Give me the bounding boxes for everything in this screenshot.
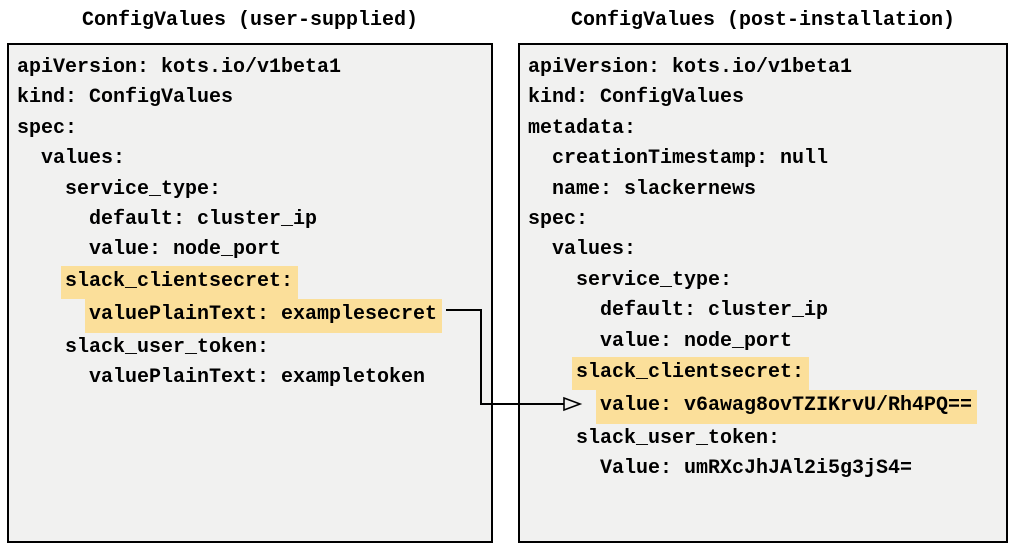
yaml-text: apiVersion: kots.io/v1beta1 — [528, 56, 853, 79]
yaml-line: spec: — [17, 114, 487, 144]
yaml-line: apiVersion: kots.io/v1beta1 — [17, 53, 487, 83]
yaml-text: service_type: — [576, 268, 733, 292]
yaml-line: spec: — [528, 205, 1002, 235]
yaml-text: Value: umRXcJhJAl2i5g3jS4= — [600, 457, 913, 481]
yaml-text: kind: ConfigValues — [528, 86, 745, 110]
yaml-line: value: node_port — [528, 327, 1002, 357]
yaml-text: metadata: — [528, 116, 637, 140]
yaml-text: value: node_port — [89, 238, 282, 262]
yaml-line: slack_user_token: — [17, 333, 487, 363]
yaml-text: default: cluster_ip — [89, 208, 318, 232]
yaml-line: service_type: — [17, 175, 487, 205]
yaml-line: slack_clientsecret: — [17, 265, 487, 300]
yaml-line: slack_clientsecret: — [528, 357, 1002, 391]
highlighted-yaml-text: valuePlainText: examplesecret — [85, 299, 443, 333]
highlighted-yaml-text: slack_clientsecret: — [572, 357, 810, 391]
yaml-line: slack_user_token: — [528, 424, 1002, 454]
yaml-line: valuePlainText: exampletoken — [17, 363, 487, 393]
yaml-text: name: slackernews — [552, 177, 757, 201]
yaml-text: spec: — [528, 208, 589, 232]
yaml-text: creationTimestamp: null — [552, 147, 829, 171]
yaml-line: name: slackernews — [528, 175, 1002, 205]
yaml-text: kind: ConfigValues — [17, 86, 234, 110]
highlighted-yaml-text: value: v6awag8ovTZIKrvU/Rh4PQ== — [596, 390, 978, 424]
yaml-line: default: cluster_ip — [17, 205, 487, 235]
yaml-text: service_type: — [65, 177, 222, 201]
yaml-text: slack_user_token: — [65, 335, 270, 359]
yaml-line: default: cluster_ip — [528, 296, 1002, 326]
left-panel-user-supplied-yaml: apiVersion: kots.io/v1beta1 kind: ConfigV… — [7, 43, 493, 543]
yaml-line: valuePlainText: examplesecret — [17, 299, 487, 333]
highlighted-yaml-text: slack_clientsecret: — [61, 265, 299, 300]
yaml-text: spec: — [17, 116, 78, 140]
yaml-text: valuePlainText: exampletoken — [89, 366, 426, 390]
yaml-text: apiVersion: kots.io/v1beta1 — [17, 56, 342, 79]
yaml-line: value: node_port — [17, 235, 487, 265]
yaml-line: creationTimestamp: null — [528, 144, 1002, 174]
yaml-line: values: — [17, 144, 487, 174]
yaml-line: kind: ConfigValues — [17, 83, 487, 113]
yaml-text: values: — [552, 238, 637, 262]
yaml-text: default: cluster_ip — [600, 299, 829, 323]
yaml-line: Value: umRXcJhJAl2i5g3jS4= — [528, 454, 1002, 484]
yaml-line: apiVersion: kots.io/v1beta1 — [528, 53, 1002, 83]
right-panel-post-installation-yaml: apiVersion: kots.io/v1beta1 kind: ConfigV… — [518, 43, 1008, 543]
yaml-text: values: — [41, 147, 126, 171]
yaml-line: values: — [528, 235, 1002, 265]
yaml-text: value: node_port — [600, 329, 793, 353]
yaml-line: service_type: — [528, 266, 1002, 296]
yaml-line: value: v6awag8ovTZIKrvU/Rh4PQ== — [528, 390, 1002, 424]
left-panel-title: ConfigValues (user-supplied) — [81, 9, 419, 32]
right-panel-title: ConfigValues (post-installation) — [570, 9, 956, 32]
yaml-line: metadata: — [528, 114, 1002, 144]
yaml-text: slack_user_token: — [576, 426, 781, 450]
yaml-line: kind: ConfigValues — [528, 83, 1002, 113]
